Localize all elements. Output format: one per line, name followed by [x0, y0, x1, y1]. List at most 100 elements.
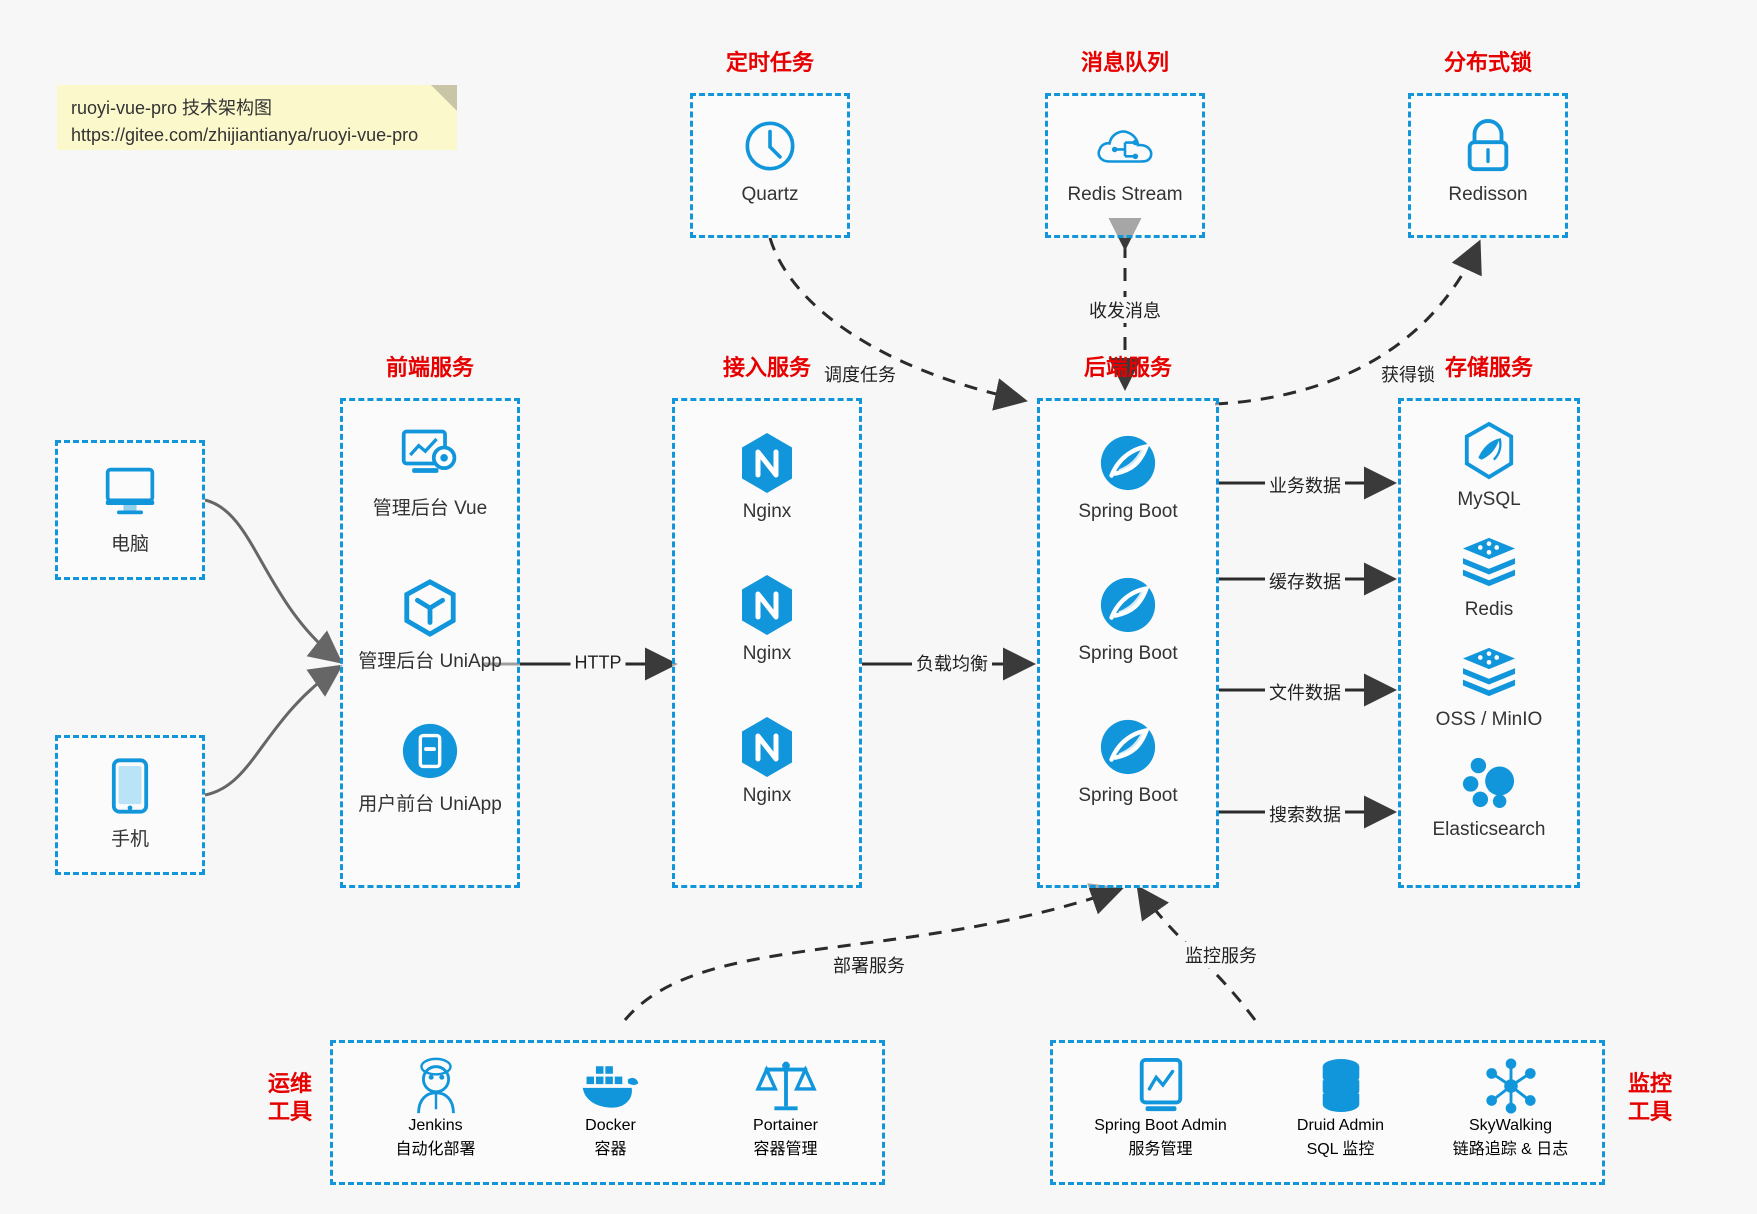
node-admin-uniapp[interactable]: 管理后台 UniApp	[343, 576, 517, 673]
group-title-backend: 后端服务	[1083, 355, 1172, 380]
node-computer[interactable]: 电脑	[58, 459, 202, 556]
node-nginx-2[interactable]: Nginx	[675, 573, 859, 665]
node-user-uniapp[interactable]: 用户前台 UniApp	[343, 719, 517, 816]
node-skywalking[interactable]: SkyWalking 链路追踪 & 日志	[1418, 1055, 1603, 1159]
node-label: Spring Boot	[1078, 785, 1178, 806]
node-druid-admin[interactable]: Druid Admin SQL 监控	[1258, 1055, 1423, 1159]
note-url: https://gitee.com/zhijiantianya/ruoyi-vu…	[71, 125, 419, 145]
node-label: 用户前台 UniApp	[358, 794, 502, 815]
node-sublabel: 服务管理	[1128, 1141, 1193, 1158]
spring-boot-icon	[1040, 573, 1216, 637]
group-title-gateway: 接入服务	[722, 355, 811, 380]
edge-label-http: HTTP	[570, 652, 626, 674]
group-title-storage: 存储服务	[1444, 355, 1533, 380]
node-label: Redis	[1464, 599, 1514, 620]
edge-label-send-receive-message: 收发消息	[1085, 297, 1165, 323]
node-sublabel: 容器管理	[753, 1141, 818, 1158]
node-sublabel: 自动化部署	[395, 1141, 476, 1158]
padlock-icon	[1411, 114, 1565, 178]
node-label: Portainer	[753, 1117, 818, 1134]
edge-label-load-balance: 负载均衡	[912, 650, 992, 676]
skywalking-icon	[1418, 1055, 1603, 1117]
edge-computer-to-frontend	[204, 498, 343, 664]
nginx-icon	[675, 431, 859, 495]
app-window-icon	[343, 719, 517, 783]
cloud-network-icon	[1048, 114, 1202, 178]
group-title-mq: 消息队列	[1080, 50, 1169, 75]
group-title-scheduler: 定时任务	[725, 50, 814, 75]
database-stack-icon	[1258, 1055, 1423, 1117]
group-title-devops: 运维 工具	[255, 1070, 325, 1125]
cube-icon	[343, 576, 517, 640]
node-label: Spring Boot	[1078, 643, 1178, 664]
node-portainer[interactable]: Portainer 容器管理	[698, 1055, 873, 1159]
node-nginx-3[interactable]: Nginx	[675, 715, 859, 807]
node-label: 管理后台 UniApp	[358, 651, 502, 672]
node-label: Docker	[585, 1117, 636, 1134]
group-frontend: 管理后台 Vue 管理后台 UniApp 用户前台 UniApp	[340, 398, 520, 888]
node-quartz[interactable]: Quartz	[693, 114, 847, 206]
nginx-icon	[675, 573, 859, 637]
node-label: OSS / MinIO	[1435, 709, 1543, 730]
node-label: 手机	[110, 829, 149, 850]
node-label: MySQL	[1457, 489, 1521, 510]
node-jenkins[interactable]: Jenkins 自动化部署	[348, 1055, 523, 1159]
node-sublabel: 容器	[594, 1141, 627, 1158]
node-label: Jenkins	[408, 1117, 463, 1134]
edge-label-business-data: 业务数据	[1265, 472, 1345, 498]
node-phone[interactable]: 手机	[58, 754, 202, 851]
group-title-monitor: 监控 工具	[1615, 1070, 1685, 1125]
edge-phone-to-frontend	[204, 664, 343, 797]
edge-label-deploy-service: 部署服务	[829, 952, 909, 978]
note-fold-corner	[431, 85, 457, 111]
nginx-icon	[675, 715, 859, 779]
group-storage: MySQL Redis OSS / MinIO Elasticsearch	[1398, 398, 1580, 888]
node-docker[interactable]: Docker 容器	[523, 1055, 698, 1159]
node-redis-stream[interactable]: Redis Stream	[1048, 114, 1202, 206]
elasticsearch-icon	[1401, 749, 1577, 813]
node-label: Redis Stream	[1067, 184, 1183, 205]
jenkins-icon	[348, 1055, 523, 1117]
node-label: 电脑	[110, 534, 149, 555]
node-redisson[interactable]: Redisson	[1411, 114, 1565, 206]
group-mq: Redis Stream	[1045, 93, 1205, 238]
docker-icon	[523, 1055, 698, 1117]
node-label: Quartz	[741, 184, 799, 205]
node-label: Nginx	[742, 643, 792, 664]
node-oss-minio[interactable]: OSS / MinIO	[1401, 639, 1577, 731]
group-title-devops-line1: 运维	[267, 1071, 312, 1096]
group-lock: Redisson	[1408, 93, 1568, 238]
node-label: Druid Admin	[1296, 1117, 1385, 1134]
node-spring-boot-admin[interactable]: Spring Boot Admin 服务管理	[1063, 1055, 1258, 1159]
node-spring-boot-2[interactable]: Spring Boot	[1040, 573, 1216, 665]
group-title-devops-line2: 工具	[267, 1098, 312, 1124]
node-label: Nginx	[742, 785, 792, 806]
group-scheduler: Quartz	[690, 93, 850, 238]
note-title: ruoyi-vue-pro 技术架构图	[71, 98, 273, 118]
group-backend: Spring Boot Spring Boot Spring Boot	[1037, 398, 1219, 888]
group-title-monitor-line1: 监控	[1627, 1071, 1672, 1096]
group-client-computer: 电脑	[55, 440, 205, 580]
node-spring-boot-1[interactable]: Spring Boot	[1040, 431, 1216, 523]
node-label: 管理后台 Vue	[372, 498, 488, 519]
edge-label-cache-data: 缓存数据	[1265, 568, 1345, 594]
group-client-phone: 手机	[55, 735, 205, 875]
group-monitor: Spring Boot Admin 服务管理 Druid Admin SQL 监…	[1050, 1040, 1605, 1185]
spring-boot-icon	[1040, 431, 1216, 495]
node-label: Redisson	[1448, 184, 1528, 205]
node-admin-vue[interactable]: 管理后台 Vue	[343, 423, 517, 520]
node-redis[interactable]: Redis	[1401, 529, 1577, 621]
edge-label-monitor-service: 监控服务	[1181, 942, 1261, 968]
dashboard-gear-icon	[343, 423, 517, 487]
desktop-monitor-icon	[58, 459, 202, 523]
node-elasticsearch[interactable]: Elasticsearch	[1401, 749, 1577, 841]
mobile-phone-icon	[58, 754, 202, 818]
node-nginx-1[interactable]: Nginx	[675, 431, 859, 523]
node-mysql[interactable]: MySQL	[1401, 419, 1577, 511]
edge-label-schedule-task: 调度任务	[820, 361, 900, 387]
node-label: Nginx	[742, 501, 792, 522]
node-spring-boot-3[interactable]: Spring Boot	[1040, 715, 1216, 807]
scales-icon	[698, 1055, 873, 1117]
node-label: Spring Boot Admin	[1094, 1117, 1227, 1134]
